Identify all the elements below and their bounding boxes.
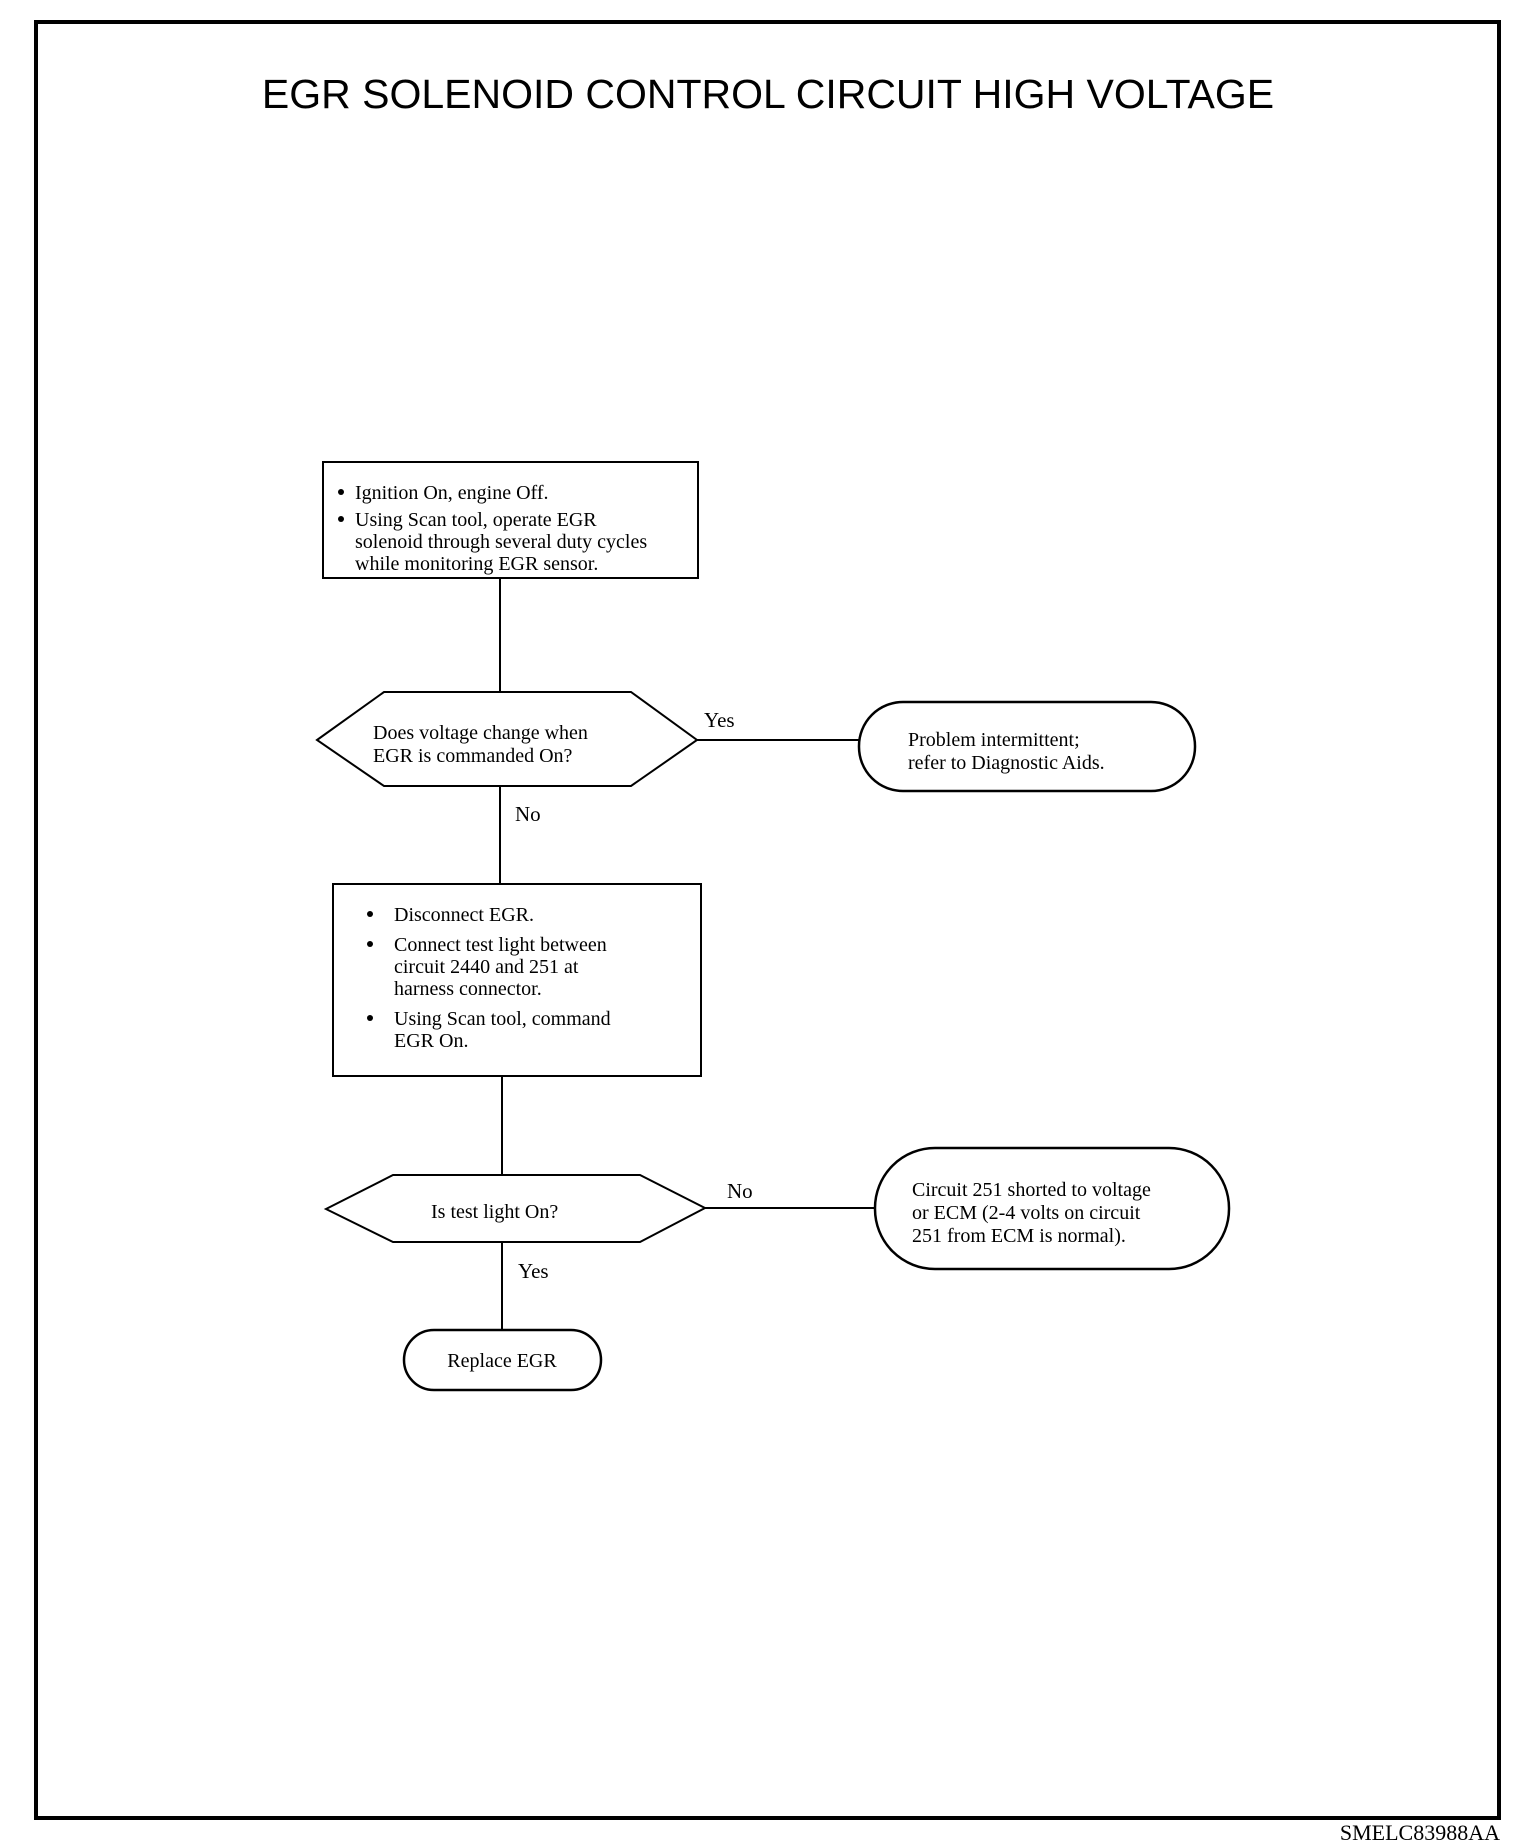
page-frame: [34, 20, 1501, 1820]
decision1-no-label: No: [515, 802, 541, 826]
decision1-hexagon: Does voltage change when EGR is commande…: [315, 691, 699, 787]
step1-bullet-1: Ignition On, engine Off.: [355, 482, 549, 504]
bullet-icon: [338, 489, 344, 495]
decision1-question: Does voltage change when EGR is commande…: [373, 722, 593, 767]
result3-text: Replace EGR: [447, 1350, 557, 1372]
result2-text: Circuit 251 shorted to voltage or ECM (2…: [912, 1179, 1156, 1247]
result1-text: Problem intermittent; refer to Diagnosti…: [908, 729, 1105, 774]
document-id: SMELC83988AA: [1340, 1820, 1500, 1844]
step1-box: Ignition On, engine Off. Using Scan tool…: [322, 461, 699, 579]
step2-bullet-1: Disconnect EGR.: [394, 904, 534, 926]
decision2-no-label: No: [727, 1179, 753, 1203]
step2-bullet-3: Using Scan tool, command EGR On.: [394, 1008, 616, 1052]
decision2-question: Is test light On?: [431, 1201, 558, 1223]
step2-bullet-2: Connect test light between circuit 2440 …: [394, 934, 612, 1000]
result2-terminal: Circuit 251 shorted to voltage or ECM (2…: [873, 1146, 1231, 1271]
bullet-icon: [367, 941, 373, 947]
decision2-yes-label: Yes: [518, 1259, 549, 1283]
decision2-hexagon: Is test light On?: [323, 1174, 708, 1243]
step1-bullet-2: Using Scan tool, operate EGR solenoid th…: [355, 509, 652, 575]
bullet-icon: [367, 1015, 373, 1021]
step2-box: Disconnect EGR. Connect test light betwe…: [332, 883, 702, 1077]
bullet-icon: [338, 516, 344, 522]
bullet-icon: [367, 911, 373, 917]
page-title: EGR SOLENOID CONTROL CIRCUIT HIGH VOLTAG…: [262, 71, 1274, 117]
result3-terminal: Replace EGR: [402, 1328, 603, 1392]
result1-terminal: Problem intermittent; refer to Diagnosti…: [857, 700, 1197, 793]
decision1-yes-label: Yes: [704, 708, 735, 732]
